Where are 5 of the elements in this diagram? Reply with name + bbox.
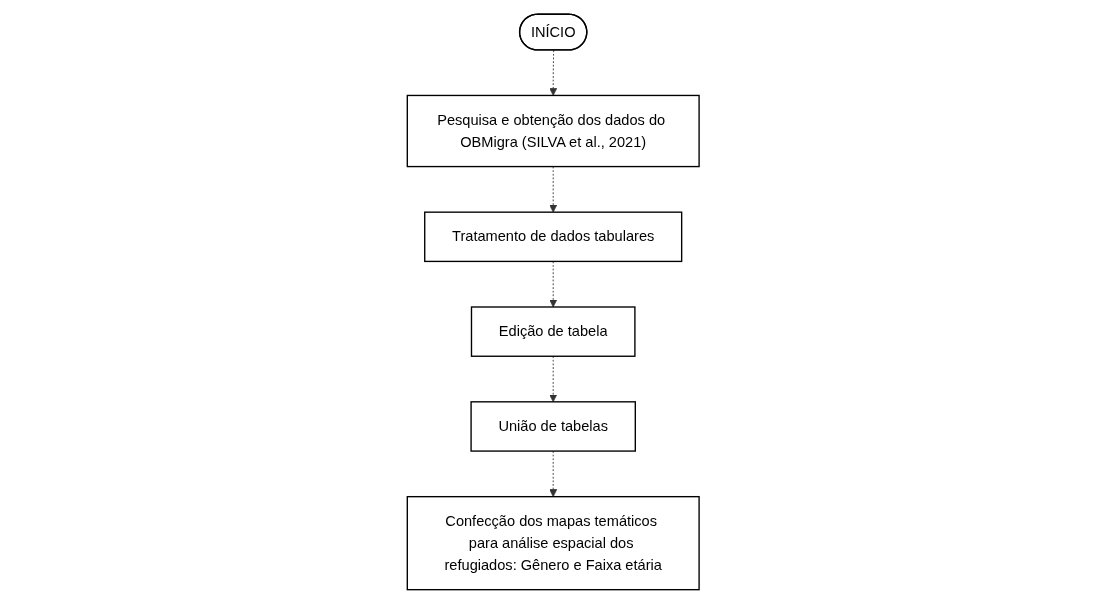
node-box: Edição de tabela [470,306,636,357]
node-box: Confecção dos mapas temáticos para análise espacial dos refugiados: Gênero e Faixa etária [406,496,700,591]
node-box: Pesquisa e obtenção dos dados do OBMigra (SILVA et al., 2021) [406,94,700,168]
node-box: Tratamento de dados tabulares [423,211,683,263]
node-box: União de tabelas [470,401,636,452]
